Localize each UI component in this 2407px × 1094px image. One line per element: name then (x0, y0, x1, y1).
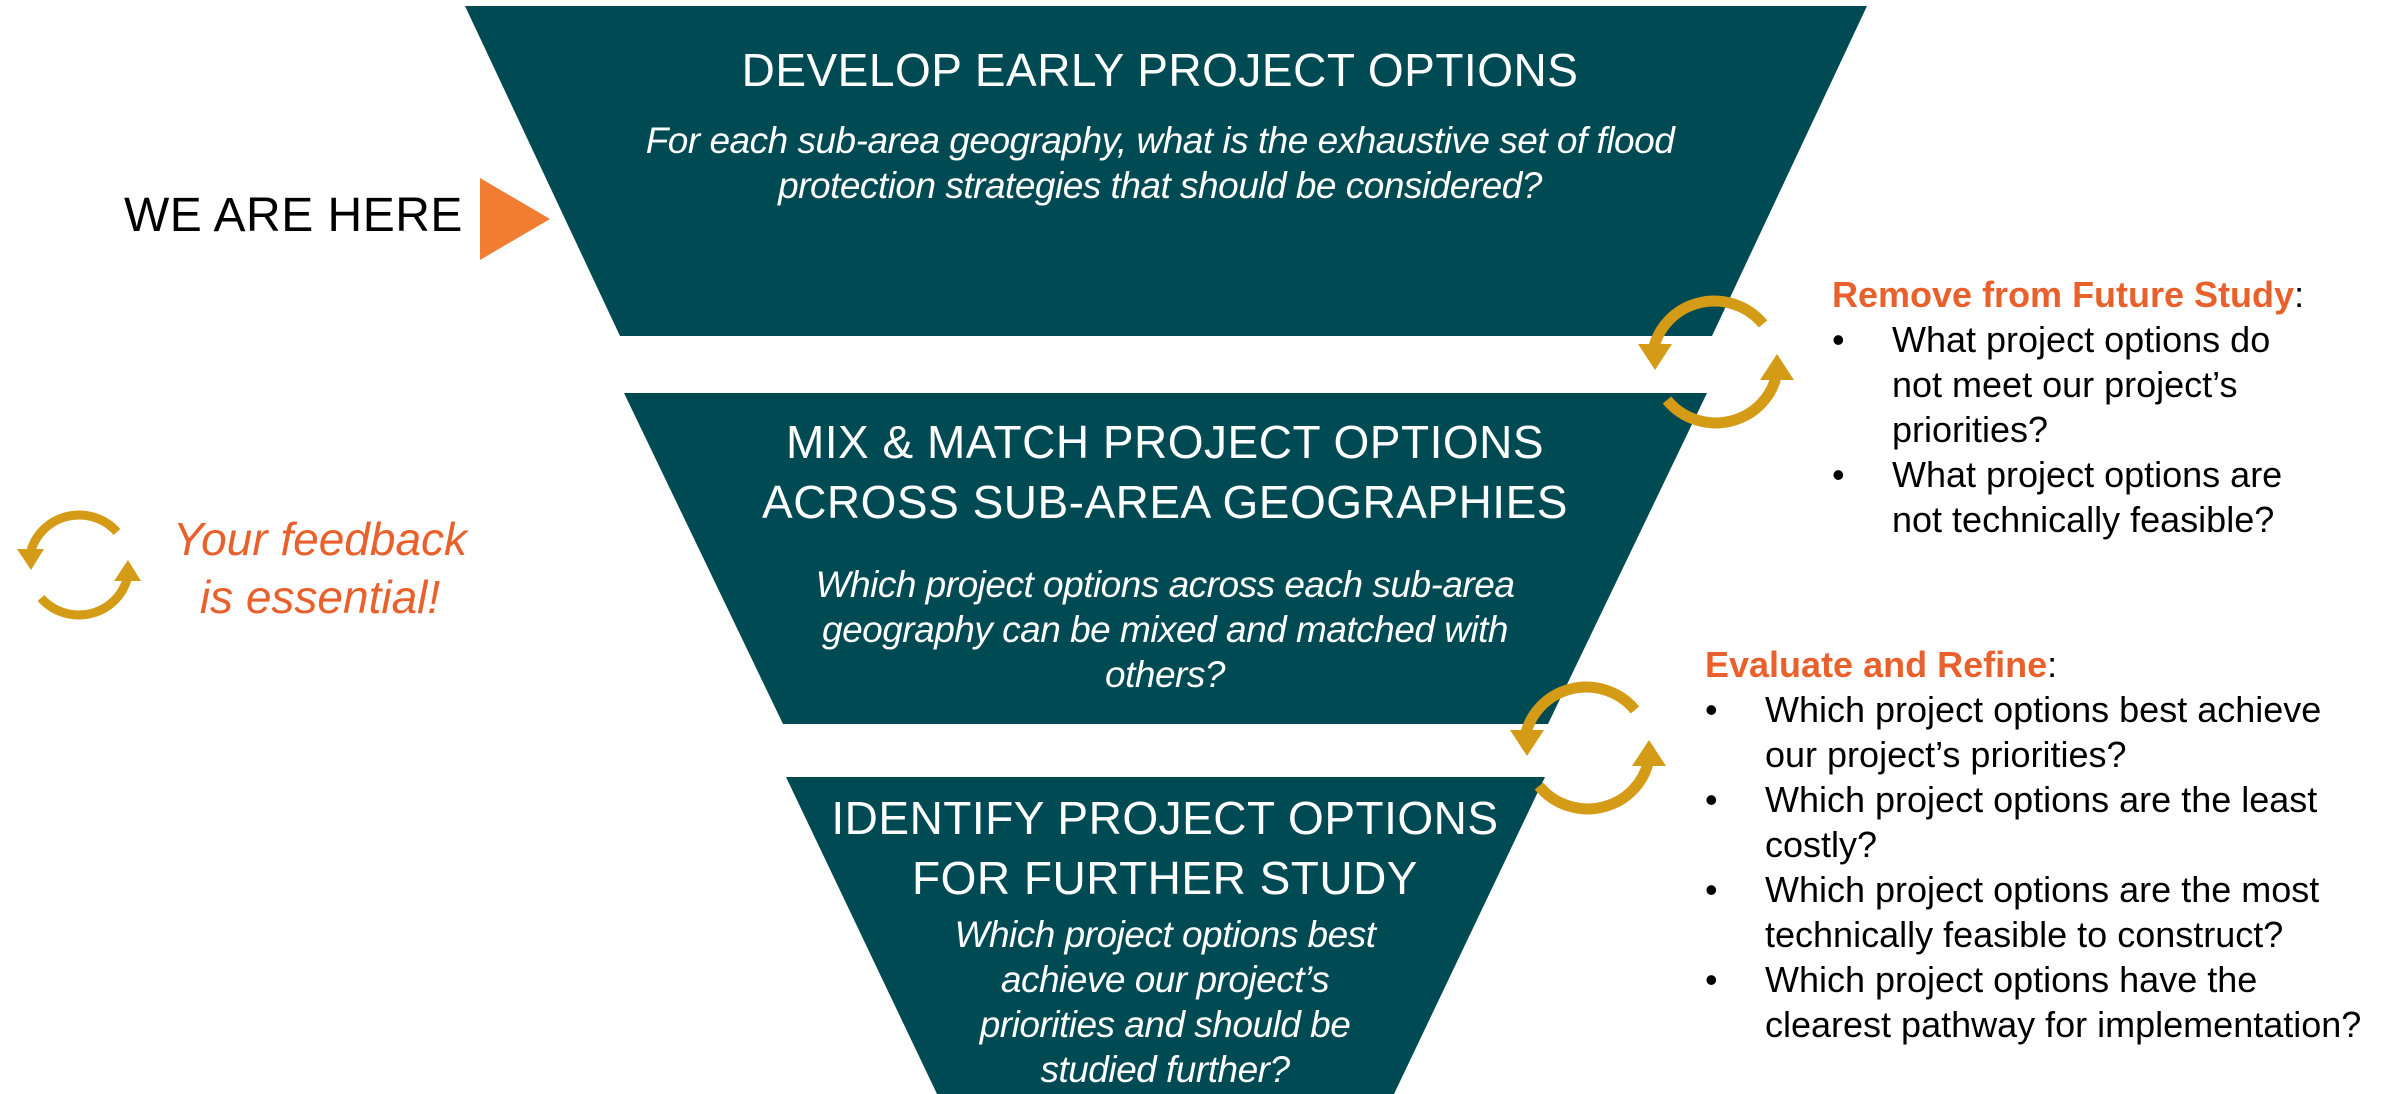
cycle-arrows-icon (1510, 681, 1666, 815)
bullet-list: What project options do not meet our pro… (1832, 317, 2392, 542)
bullet-line: clearest pathway for implementation? (1765, 1004, 2362, 1045)
we-are-here-label: WE ARE HERE (124, 189, 463, 242)
heading-colon: : (2047, 644, 2058, 685)
bullet-line: Which project options best achieve (1765, 689, 2322, 730)
question-line: protection strategies that should be con… (778, 165, 1542, 206)
remove-from-study-panel: Remove from Future Study: What project o… (1832, 272, 2392, 542)
heading-colon: : (2294, 274, 2305, 315)
bullet-line: What project options do (1892, 319, 2271, 360)
stage-question: Which project options across each sub-ar… (665, 562, 1665, 697)
cycle-arrows-icon (17, 510, 141, 620)
bullet-line: What project options are (1892, 454, 2283, 495)
bullet-line: priorities? (1892, 409, 2049, 450)
question-line: achieve our project’s (1000, 959, 1330, 1000)
bullet-line: Which project options are the most (1765, 869, 2320, 910)
question-line: others? (1105, 654, 1225, 695)
stage-3-shape (786, 777, 1545, 1094)
list-item: What project options are not technically… (1832, 452, 2392, 542)
panel-heading-text: Evaluate and Refine (1705, 644, 2048, 685)
panel-heading-text: Remove from Future Study (1832, 274, 2295, 315)
stage-2-text: MIX & MATCH PROJECT OPTIONS ACROSS SUB-A… (665, 412, 1665, 697)
feedback-note: Your feedback is essential! (150, 510, 490, 626)
cycle-arrows-icon (1638, 295, 1794, 429)
stage-title: IDENTIFY PROJECT OPTIONS FOR FURTHER STU… (815, 788, 1515, 908)
question-line: geography can be mixed and matched with (822, 609, 1509, 650)
bullet-line: not meet our project’s (1892, 364, 2238, 405)
question-line: Which project options across each sub-ar… (815, 564, 1515, 605)
bullet-list: Which project options best achieve our p… (1705, 687, 2405, 1047)
list-item: Which project options have the clearest … (1705, 957, 2405, 1047)
title-line: FOR FURTHER STUDY (912, 852, 1418, 904)
question-line: priorities and should be (979, 1004, 1351, 1045)
panel-heading: Evaluate and Refine: (1705, 642, 2405, 687)
title-line: ACROSS SUB-AREA GEOGRAPHIES (762, 476, 1568, 528)
stage-2-shape (624, 393, 1707, 724)
title-line: MIX & MATCH PROJECT OPTIONS (785, 416, 1545, 468)
bullet-line: Which project options have the (1765, 959, 2258, 1000)
question-line: studied further? (1040, 1049, 1290, 1090)
stage-1-text: DEVELOP EARLY PROJECT OPTIONS For each s… (560, 40, 1760, 208)
bullet-line: not technically feasible? (1892, 499, 2275, 540)
bullet-line: Which project options are the least (1765, 779, 2318, 820)
title-line: IDENTIFY PROJECT OPTIONS (831, 792, 1499, 844)
evaluate-and-refine-panel: Evaluate and Refine: Which project optio… (1705, 642, 2405, 1047)
feedback-line: is essential! (199, 571, 441, 623)
stage-1-shape (465, 6, 1867, 336)
stage-title: DEVELOP EARLY PROJECT OPTIONS (741, 44, 1579, 96)
bullet-line: technically feasible to construct? (1765, 914, 2284, 955)
stage-question: Which project options best achieve our p… (815, 912, 1515, 1092)
stage-question: For each sub-area geography, what is the… (560, 118, 1760, 208)
triangle-arrow-right-icon (480, 178, 550, 260)
question-line: Which project options best (954, 914, 1376, 955)
feedback-line: Your feedback (172, 513, 468, 565)
list-item: Which project options best achieve our p… (1705, 687, 2405, 777)
list-item: Which project options are the least cost… (1705, 777, 2405, 867)
stage-title: MIX & MATCH PROJECT OPTIONS ACROSS SUB-A… (665, 412, 1665, 532)
stage-3-text: IDENTIFY PROJECT OPTIONS FOR FURTHER STU… (815, 788, 1515, 1092)
list-item: Which project options are the most techn… (1705, 867, 2405, 957)
bullet-line: costly? (1765, 824, 1878, 865)
panel-heading: Remove from Future Study: (1832, 272, 2392, 317)
bullet-line: our project’s priorities? (1765, 734, 2127, 775)
list-item: What project options do not meet our pro… (1832, 317, 2392, 452)
question-line: For each sub-area geography, what is the… (645, 120, 1675, 161)
